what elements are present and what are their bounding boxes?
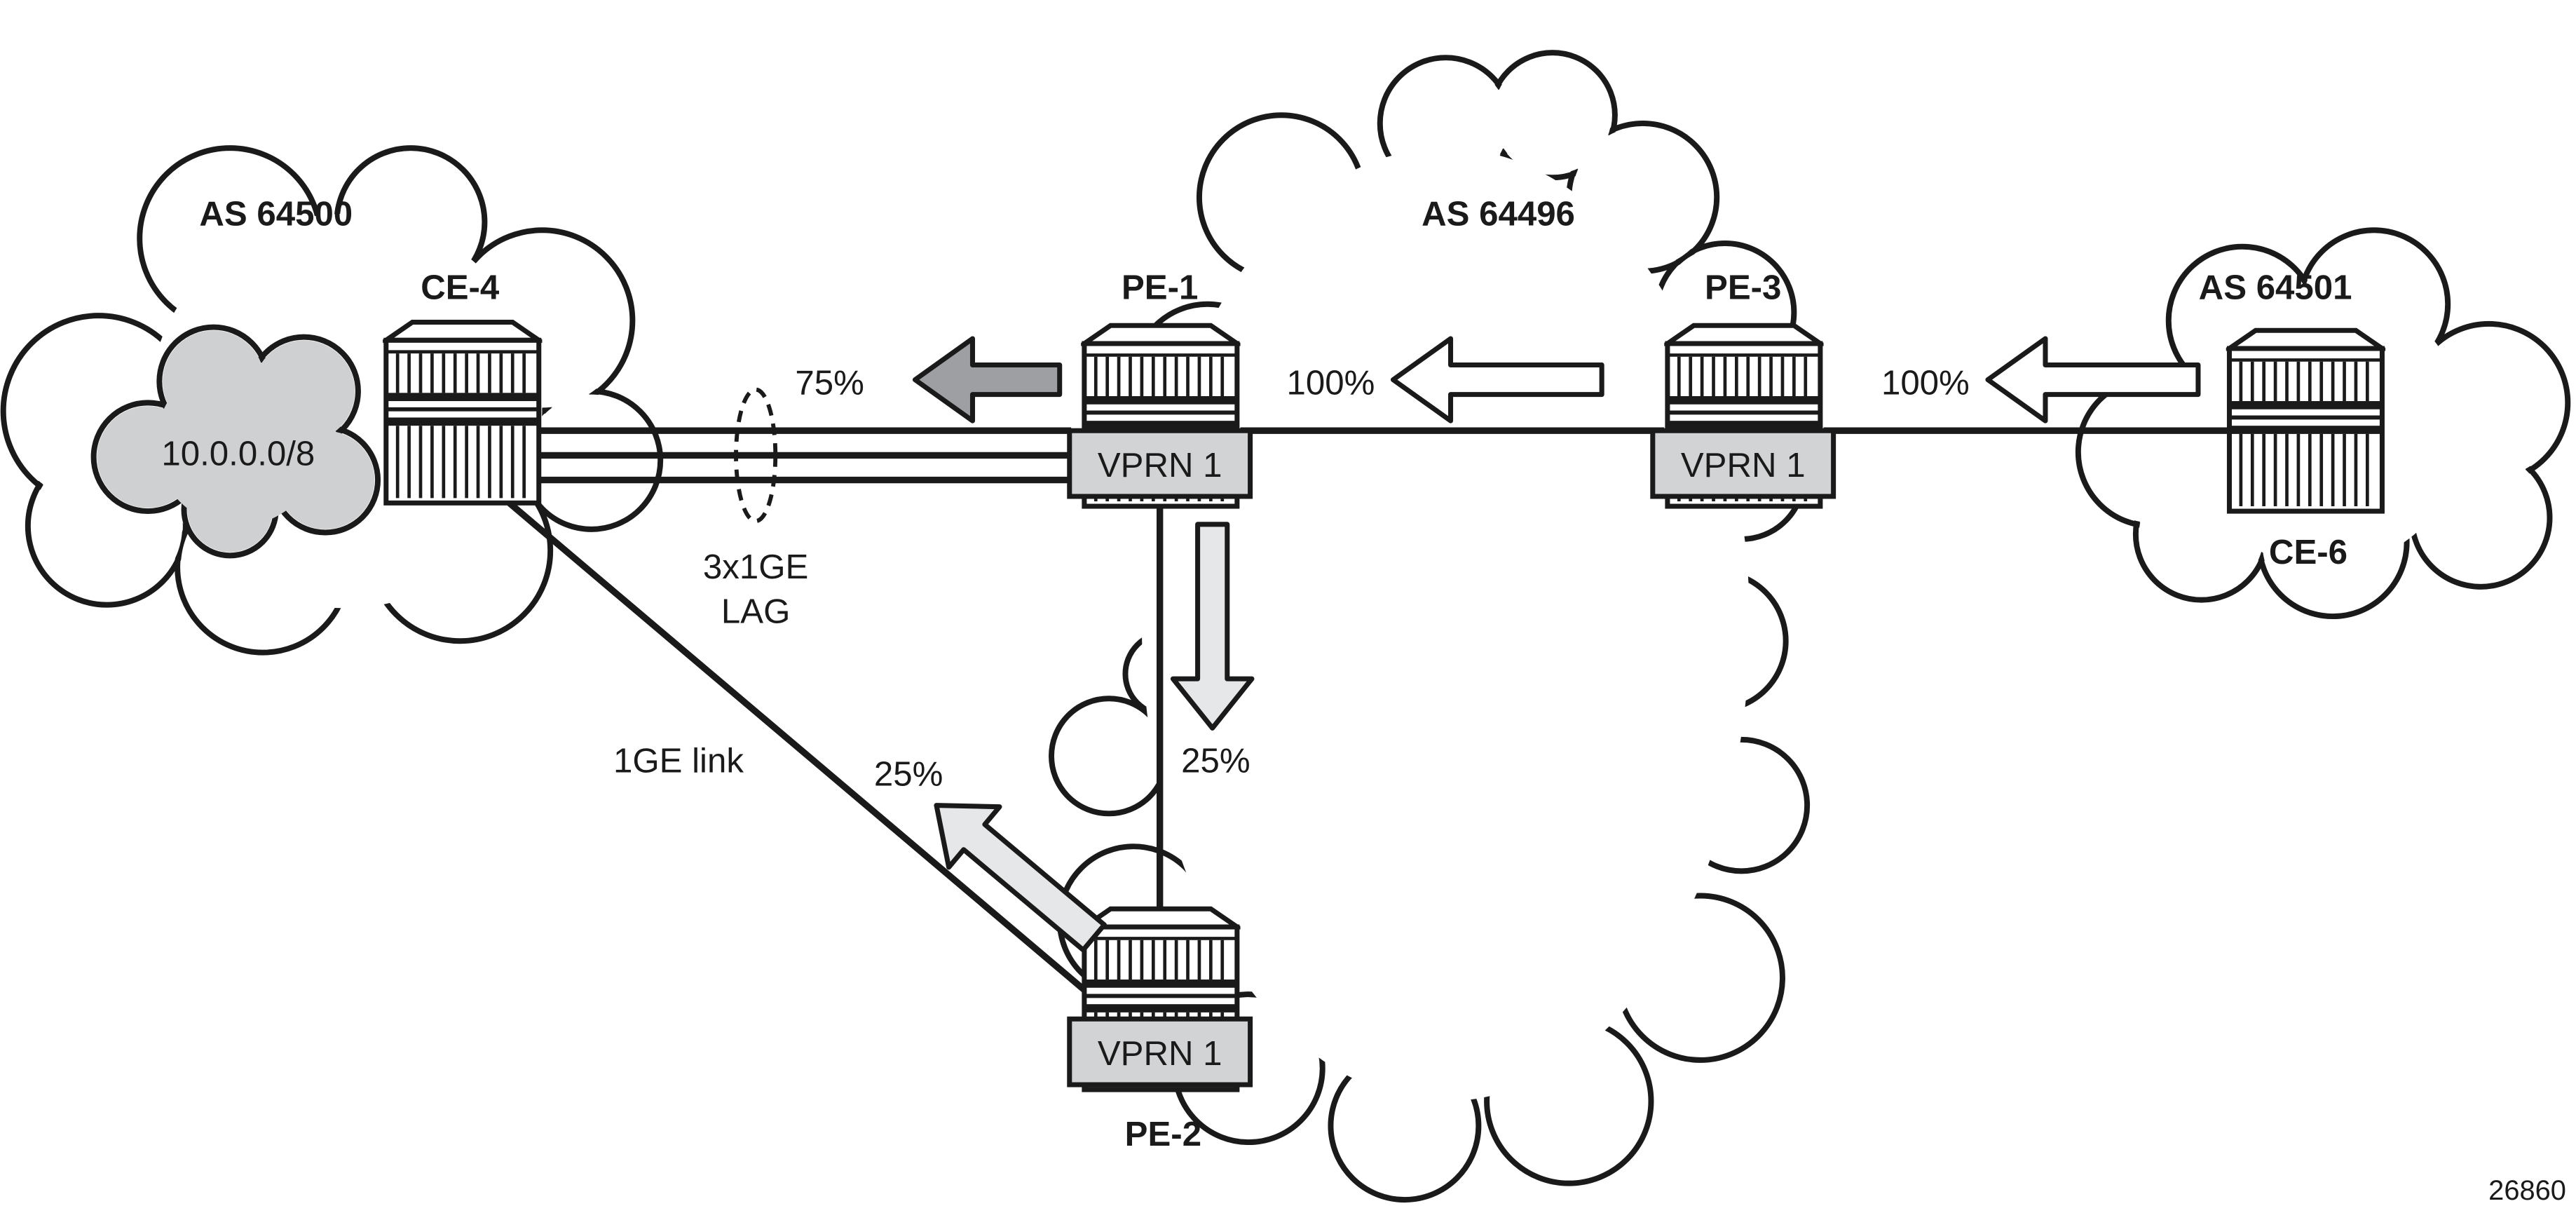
pe1-vprn-box[interactable]: VPRN 1 — [1067, 428, 1253, 499]
pe1-service-label: VPRN 1 — [1098, 446, 1222, 484]
prefix-label: 10.0.0.0/8 — [161, 434, 315, 473]
traffic-label-75: 75% — [795, 364, 864, 402]
traffic-label-25-down: 25% — [1181, 742, 1250, 780]
domain-label-as64496: AS 64496 — [1422, 194, 1575, 233]
arrow-100-left-ce6 — [1985, 336, 2201, 423]
node-label-pe1: PE-1 — [1122, 269, 1198, 307]
arrow-75-left — [912, 336, 1063, 423]
node-label-pe2: PE-2 — [1125, 1115, 1201, 1153]
domain-label-as64500: AS 64500 — [199, 194, 353, 233]
node-label-ce6: CE-6 — [2269, 533, 2347, 571]
arrow-25-down — [1170, 522, 1255, 731]
lag-label-line1: 3x1GE — [703, 548, 808, 586]
pe3-vprn-box[interactable]: VPRN 1 — [1650, 428, 1836, 499]
node-label-ce4: CE-4 — [421, 269, 500, 307]
domain-label-as64501: AS 64501 — [2199, 269, 2352, 307]
pe2-vprn-box[interactable]: VPRN 1 — [1067, 1016, 1253, 1087]
pe3-service-label: VPRN 1 — [1681, 446, 1806, 484]
traffic-label-100-pe3: 100% — [1287, 364, 1375, 402]
traffic-label-25-diagonal: 25% — [874, 754, 943, 793]
arrow-25-diagonal — [934, 803, 1107, 953]
ge-link-label: 1GE link — [613, 742, 744, 780]
figure-id: 26860 — [2488, 1175, 2566, 1206]
link-ce4-pe2 — [507, 500, 1090, 996]
lag-link — [538, 387, 1072, 524]
traffic-label-100-ce6: 100% — [1881, 364, 1970, 402]
arrow-100-left-pe3 — [1390, 336, 1604, 423]
router-ce4[interactable] — [386, 323, 539, 503]
lag-label-line2: LAG — [721, 592, 790, 630]
node-label-pe3: PE-3 — [1705, 269, 1781, 307]
prefix-cloud: 10.0.0.0/8 — [90, 324, 381, 559]
router-ce6[interactable] — [2229, 330, 2382, 511]
pe2-service-label: VPRN 1 — [1098, 1034, 1222, 1073]
